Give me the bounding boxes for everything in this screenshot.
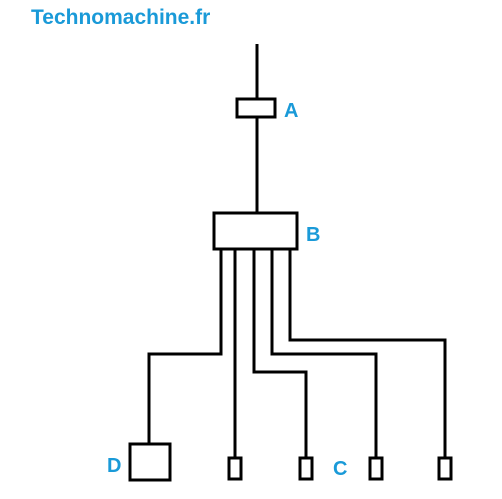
component-c-1 bbox=[227, 456, 243, 481]
component-c-2 bbox=[298, 456, 314, 481]
branch-line-5 bbox=[288, 249, 447, 458]
label-d: D bbox=[107, 455, 121, 477]
label-b: B bbox=[306, 224, 320, 246]
component-d bbox=[128, 442, 172, 482]
branch-line-4 bbox=[270, 249, 378, 458]
site-title: Technomachine.fr bbox=[31, 6, 211, 29]
label-c: C bbox=[333, 458, 347, 480]
branch-line-3 bbox=[252, 249, 308, 458]
component-c-4 bbox=[437, 456, 453, 481]
component-b bbox=[212, 211, 299, 251]
component-c-3 bbox=[368, 456, 384, 481]
label-a: A bbox=[284, 100, 298, 122]
component-a bbox=[235, 97, 277, 119]
branch-line-d bbox=[147, 249, 223, 444]
